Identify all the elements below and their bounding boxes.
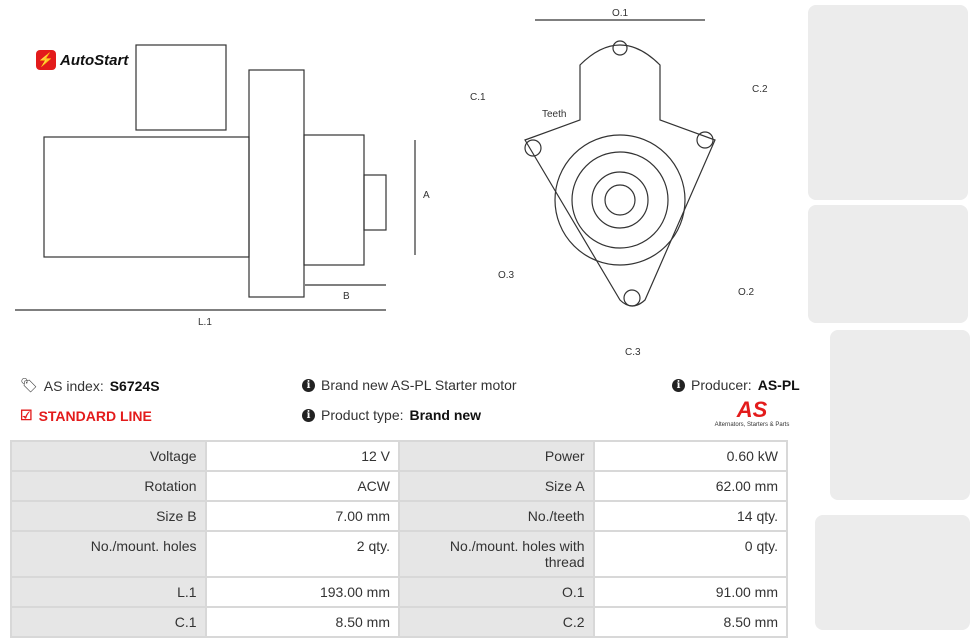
label-o3: O.3	[498, 270, 515, 281]
product-photo-side	[808, 205, 968, 323]
label-l1: L.1	[198, 317, 212, 328]
spec-value: ACW	[204, 470, 401, 502]
spec-label: Voltage	[10, 440, 207, 472]
as-pl-logo: AS Alternators, Starters & Parts	[714, 397, 790, 429]
tags-icon: 🏷	[20, 377, 38, 393]
info-icon: i	[672, 378, 685, 392]
spec-label: Size B	[10, 500, 207, 532]
side-view-drawing: L.1 B A	[15, 44, 430, 328]
spec-label: C.1	[10, 606, 207, 638]
label-o2: O.2	[738, 287, 755, 298]
spec-value: 193.00 mm	[204, 576, 401, 608]
label-o1: O.1	[612, 8, 629, 19]
spec-value: 8.50 mm	[592, 606, 789, 638]
info-icon: i	[302, 378, 315, 392]
spec-label: Rotation	[10, 470, 207, 502]
label-b: B	[343, 291, 350, 302]
standard-line-badge: ☑STANDARD LINE	[20, 407, 152, 424]
product-photo-front	[808, 5, 968, 200]
spec-label: No./mount. holes	[10, 530, 207, 578]
product-photo-rear	[830, 330, 970, 500]
spec-label: Size A	[398, 470, 595, 502]
info-icon: i	[302, 408, 315, 422]
spec-label: L.1	[10, 576, 207, 608]
label-c2: C.2	[752, 84, 768, 95]
spec-value: 8.50 mm	[204, 606, 401, 638]
spec-value: 12 V	[204, 440, 401, 472]
bolt-icon: ⚡	[36, 50, 56, 70]
spec-label: Power	[398, 440, 595, 472]
spec-label: C.2	[398, 606, 595, 638]
spec-value: 0 qty.	[592, 530, 789, 578]
label-a: A	[423, 190, 430, 201]
spec-value: 91.00 mm	[592, 576, 789, 608]
autostart-logo: ⚡AutoStart	[36, 50, 129, 70]
spec-value: 14 qty.	[592, 500, 789, 532]
spec-value: 2 qty.	[204, 530, 401, 578]
spec-value: 62.00 mm	[592, 470, 789, 502]
as-index: 🏷AS index:S6724S	[20, 377, 160, 394]
spec-label: O.1	[398, 576, 595, 608]
label-c3: C.3	[625, 347, 641, 358]
spec-value: 7.00 mm	[204, 500, 401, 532]
checkbox-icon: ☑	[20, 407, 33, 423]
label-c1: C.1	[470, 92, 486, 103]
spec-label: No./teeth	[398, 500, 595, 532]
label-teeth: Teeth	[542, 109, 566, 120]
front-view-drawing: O.1 C.1 C.2 Teeth O.3 O.2 C.3	[470, 8, 768, 358]
product-photo-label	[815, 515, 970, 630]
spec-label: No./mount. holes with thread	[398, 530, 595, 578]
spec-value: 0.60 kW	[592, 440, 789, 472]
